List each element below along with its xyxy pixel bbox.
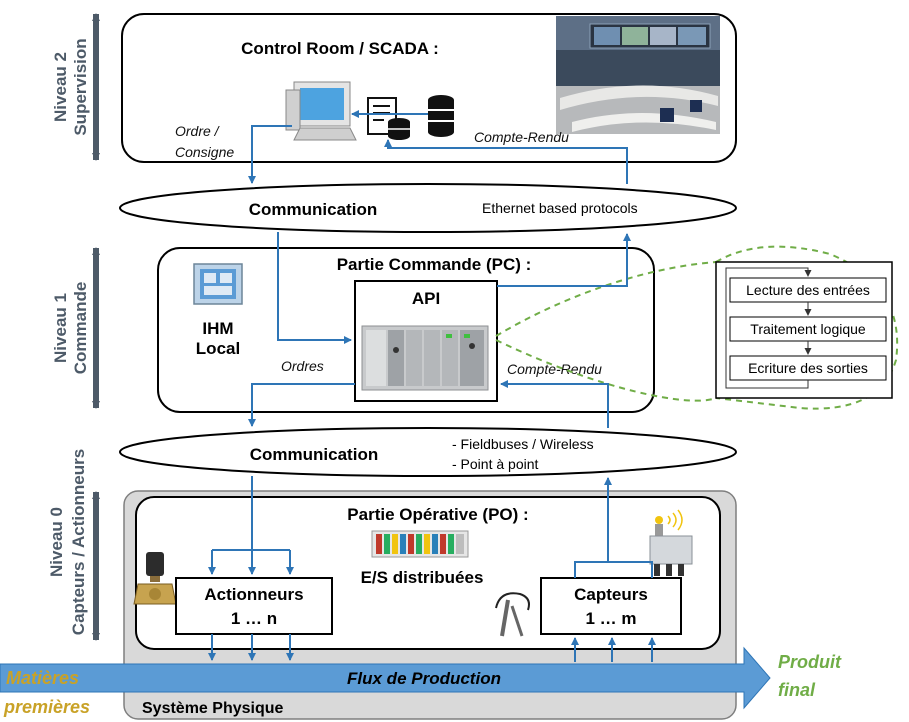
scan-step-3 <box>729 355 887 381</box>
line-sensors-branch <box>574 561 653 578</box>
report-label-top: Compte-Rendu <box>474 129 569 145</box>
plc-rack-image <box>361 325 489 391</box>
production-flow-arrow <box>0 646 771 710</box>
raw-materials-line1: Matières <box>6 668 79 688</box>
command-title: Partie Commande (PC) : <box>337 255 532 274</box>
line-orders-down <box>248 383 355 427</box>
final-product-line1: Produit <box>778 652 842 672</box>
actuators-box <box>175 577 333 635</box>
scan-step-2 <box>729 316 887 342</box>
production-flow-label: Flux de Production <box>347 669 501 688</box>
operative-title: Partie Opérative (PO) : <box>347 505 528 524</box>
solenoid-valve-icon <box>133 552 177 605</box>
database-icon <box>428 95 454 137</box>
line-report-up-middle <box>500 380 609 428</box>
level-0-name: Capteurs / Actionneurs <box>69 449 88 635</box>
raw-materials-line2: premières <box>3 697 90 717</box>
level-2-label: Niveau 2 Supervision <box>51 13 100 161</box>
sensors-label-line2: 1 … m <box>585 609 636 628</box>
communication-bus-top <box>119 183 737 233</box>
scan-step-1 <box>729 277 887 303</box>
communication-top-title: Communication <box>249 200 377 219</box>
report-label-middle: Compte-Rendu <box>507 361 602 377</box>
actuators-label-line1: Actionneurs <box>204 585 303 604</box>
hmi-panel-icon <box>193 263 243 305</box>
level-0-number: Niveau 0 <box>47 507 66 577</box>
distributed-io-icon <box>371 530 469 558</box>
plc-label: API <box>412 289 440 308</box>
communication-bottom-item-2: - Point à point <box>452 456 538 472</box>
communication-bottom-title: Communication <box>250 445 378 464</box>
communication-top-protocol: Ethernet based protocols <box>482 200 638 216</box>
connection-lines <box>208 110 656 662</box>
control-room-photo <box>556 16 720 134</box>
order-label-line2: Consigne <box>175 144 234 160</box>
scan-step-2-label: Traitement logique <box>750 321 866 337</box>
ihm-label-line1: IHM <box>202 319 233 338</box>
scan-step-1-label: Lecture des entrées <box>746 282 870 298</box>
zoom-bubble <box>715 245 899 410</box>
sensors-box <box>540 577 682 635</box>
line-report-up-top <box>384 139 628 184</box>
level-0-label: Niveau 0 Capteurs / Actionneurs <box>47 449 100 641</box>
ihm-label-line2: Local <box>196 339 240 358</box>
final-product-line2: final <box>778 680 816 700</box>
supervision-title: Control Room / SCADA : <box>241 39 439 58</box>
scan-cycle: Lecture des entrées Traitement logique E… <box>495 245 899 410</box>
line-comm-to-plc <box>277 232 352 344</box>
computer-icon <box>285 81 357 141</box>
physical-system-label: Système Physique <box>142 700 284 717</box>
level-1-number: Niveau 1 <box>51 293 70 363</box>
line-order-down <box>248 125 292 184</box>
level-1-label: Niveau 1 Commande <box>51 247 100 409</box>
scan-loop-arrow <box>725 267 812 389</box>
temperature-probe-icon <box>495 592 530 637</box>
orders-label: Ordres <box>281 358 324 374</box>
wireless-sensor-icon <box>649 509 693 576</box>
scan-step-3-label: Ecriture des sorties <box>748 360 868 376</box>
level-2-name: Supervision <box>71 38 90 135</box>
actuators-label-line2: 1 … n <box>231 609 277 628</box>
sensors-label-line1: Capteurs <box>574 585 648 604</box>
level-1-name: Commande <box>71 282 90 375</box>
io-label: E/S distribuées <box>361 568 484 587</box>
level-2-number: Niveau 2 <box>51 52 70 122</box>
order-label-line1: Ordre / <box>175 123 221 139</box>
communication-bus-bottom <box>119 427 737 477</box>
line-plc-to-comm <box>497 233 631 287</box>
communication-bottom-item-1: - Fieldbuses / Wireless <box>452 436 594 452</box>
zoom-line-bottom <box>495 339 717 402</box>
